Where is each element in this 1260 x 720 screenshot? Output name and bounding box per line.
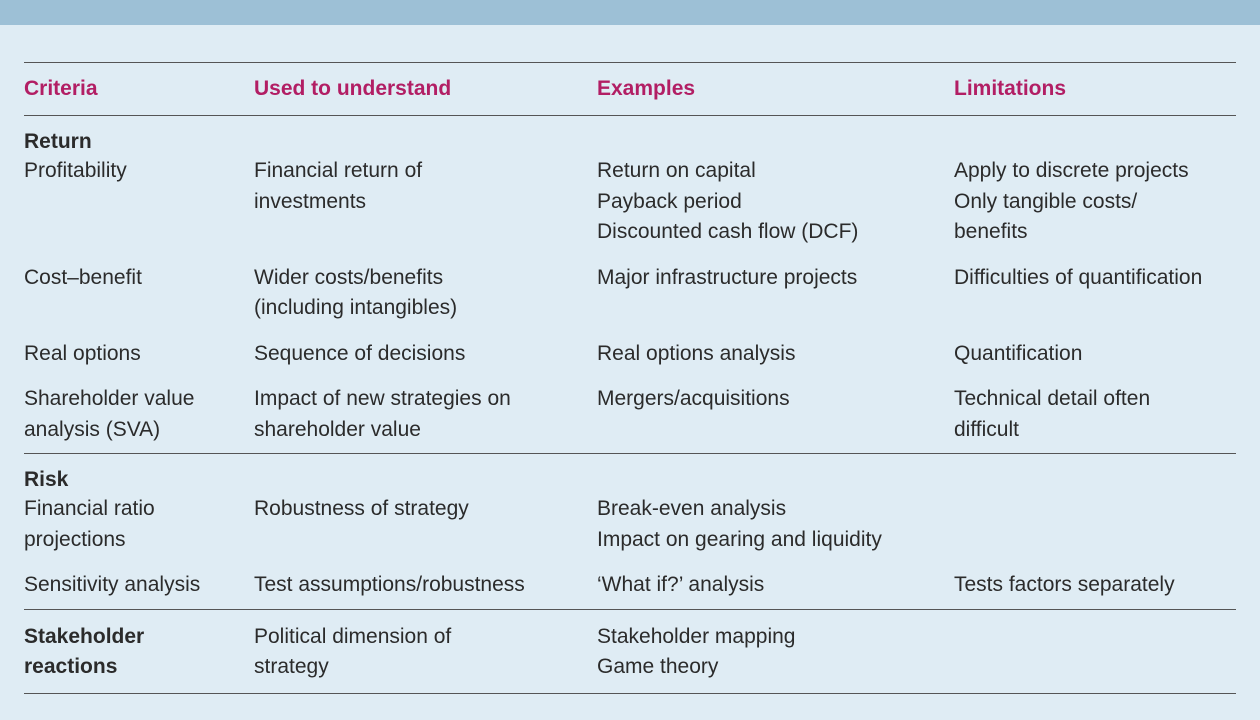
cell-text-line: Difficulties of quantification bbox=[954, 265, 1203, 289]
top-banner bbox=[0, 0, 1260, 25]
table-row: Shareholder value analysis (SVA) Impact of… bbox=[24, 384, 1236, 445]
cell-examples: ‘What if?’ analysis bbox=[597, 570, 954, 601]
cell-text-line: Impact on gearing and liquidity bbox=[597, 527, 882, 551]
header-criteria: Criteria bbox=[24, 77, 98, 100]
cell-used-to-understand: Wider costs/benefits (including intangibl… bbox=[254, 263, 597, 324]
section-title: Risk bbox=[24, 468, 69, 491]
cell-text-line: projections bbox=[24, 527, 126, 551]
table-rule bbox=[24, 453, 1236, 454]
cell-text-line: Break-even analysis bbox=[597, 497, 787, 520]
cell-criteria: Real options bbox=[24, 339, 254, 370]
cell-text-line: Shareholder value bbox=[24, 387, 195, 410]
table-row: Stakeholder reactions Political dimension … bbox=[24, 622, 1236, 683]
cell-text-line: (including intangibles) bbox=[254, 296, 458, 319]
cell-text-line: Tests factors separately bbox=[954, 573, 1175, 596]
cell-text-line: Wider costs/benefits bbox=[254, 265, 444, 289]
table-row: Cost–benefit Wider costs/benefits (includi… bbox=[24, 263, 1236, 324]
table-rule bbox=[24, 62, 1236, 63]
header-used-to-understand: Used to understand bbox=[254, 77, 452, 100]
cell-used-to-understand: Financial return of investments bbox=[254, 156, 597, 248]
cell-text-line: Return on capital bbox=[597, 159, 756, 182]
section-stakeholder: Stakeholder reactions Political dimension … bbox=[24, 610, 1236, 693]
cell-examples: Real options analysis bbox=[597, 339, 954, 370]
cell-limitations bbox=[954, 494, 1236, 555]
cell-text-line: shareholder value bbox=[254, 417, 421, 441]
cell-text-line: ‘What if?’ analysis bbox=[597, 573, 765, 596]
cell-text-line: Major infrastructure projects bbox=[597, 265, 858, 289]
table-header-row: Criteria Used to understand Examples Lim… bbox=[24, 63, 1236, 115]
table-row: Sensitivity analysis Test assumptions/rob… bbox=[24, 570, 1236, 601]
cell-used-to-understand: Political dimension of strategy bbox=[254, 622, 597, 683]
cell-text-line: Profitability bbox=[24, 159, 127, 182]
table-rule bbox=[24, 608, 1236, 610]
cell-text-line: investments bbox=[254, 189, 367, 213]
table-rule bbox=[24, 692, 1236, 694]
table-row: Real options Sequence of decisions Real op… bbox=[24, 339, 1236, 370]
cell-limitations: Quantification bbox=[954, 339, 1236, 370]
cell-text-line: Impact of new strategies on bbox=[254, 387, 511, 410]
table-row: Financial ratio projections Robustness of … bbox=[24, 494, 1236, 555]
cell-text-line: Real options analysis bbox=[597, 341, 796, 365]
cell-text-line: Real options bbox=[24, 341, 141, 365]
cell-limitations: Difficulties of quantification bbox=[954, 263, 1236, 324]
cell-used-to-understand: Test assumptions/robustness bbox=[254, 570, 597, 601]
table-rule bbox=[24, 115, 1236, 116]
cell-used-to-understand: Sequence of decisions bbox=[254, 339, 597, 370]
cell-text-line: Cost–benefit bbox=[24, 265, 142, 289]
cell-used-to-understand: Impact of new strategies on shareholder v… bbox=[254, 384, 597, 445]
cell-text-line: Mergers/acquisitions bbox=[597, 387, 790, 410]
cell-text-line: difficult bbox=[954, 417, 1019, 441]
cell-text-line: strategy bbox=[254, 655, 329, 678]
cell-text-line: analysis (SVA) bbox=[24, 417, 161, 441]
header-limitations: Limitations bbox=[954, 77, 1067, 100]
cell-criteria: Stakeholder reactions bbox=[24, 622, 254, 683]
cell-text-line: Game theory bbox=[597, 655, 719, 678]
cell-text-line: Sequence of decisions bbox=[254, 341, 466, 365]
cell-criteria: Profitability bbox=[24, 156, 254, 248]
evaluation-criteria-table: Criteria Used to understand Examples Lim… bbox=[24, 62, 1236, 694]
cell-text-line: Political dimension of bbox=[254, 624, 452, 648]
cell-text-line: Quantification bbox=[954, 341, 1083, 365]
cell-limitations bbox=[954, 622, 1236, 683]
cell-text-line: Only tangible costs/ bbox=[954, 189, 1138, 213]
cell-text-line: reactions bbox=[24, 655, 118, 678]
cell-criteria: Sensitivity analysis bbox=[24, 570, 254, 601]
cell-text-line: Apply to discrete projects bbox=[954, 159, 1189, 182]
cell-text-line: Discounted cash flow (DCF) bbox=[597, 220, 859, 243]
table-row: Profitability Financial return of investme… bbox=[24, 156, 1236, 248]
header-examples: Examples bbox=[597, 77, 696, 100]
cell-text-line: Test assumptions/robustness bbox=[254, 573, 525, 596]
cell-text-line: Financial ratio bbox=[24, 497, 155, 520]
cell-criteria: Financial ratio projections bbox=[24, 494, 254, 555]
cell-text-line: Stakeholder bbox=[24, 624, 145, 648]
cell-text-line: Stakeholder mapping bbox=[597, 624, 796, 648]
section-title: Return bbox=[24, 130, 92, 153]
cell-criteria: Shareholder value analysis (SVA) bbox=[24, 384, 254, 445]
cell-used-to-understand: Robustness of strategy bbox=[254, 494, 597, 555]
cell-examples: Mergers/acquisitions bbox=[597, 384, 954, 445]
cell-limitations: Tests factors separately bbox=[954, 570, 1236, 601]
cell-text-line: Sensitivity analysis bbox=[24, 573, 201, 596]
cell-text-line: Technical detail often bbox=[954, 387, 1151, 410]
cell-text-line: Robustness of strategy bbox=[254, 497, 469, 520]
cell-text-line: benefits bbox=[954, 220, 1028, 243]
cell-examples: Major infrastructure projects bbox=[597, 263, 954, 324]
cell-text-line: Financial return of bbox=[254, 159, 423, 182]
cell-criteria: Cost–benefit bbox=[24, 263, 254, 324]
cell-limitations: Technical detail often difficult bbox=[954, 384, 1236, 445]
cell-text-line: Payback period bbox=[597, 189, 742, 213]
